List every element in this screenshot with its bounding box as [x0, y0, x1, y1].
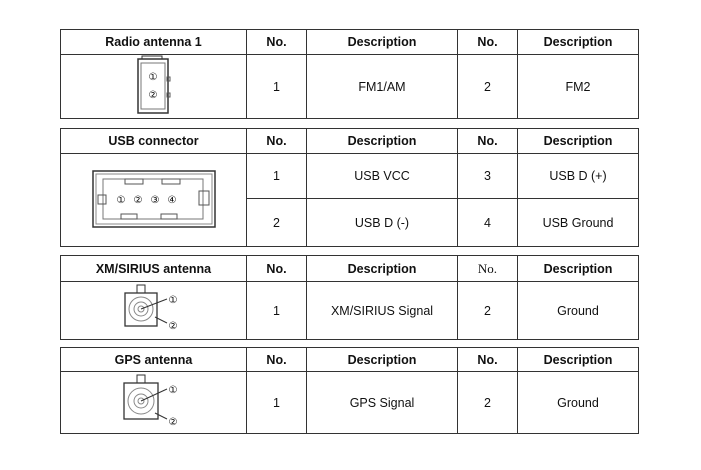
radio-connector-diagram: ① ② — [60, 54, 247, 119]
pin-number: 1 — [246, 371, 307, 434]
description-header: Description — [306, 29, 458, 55]
radio-connector-icon: ① ② — [136, 55, 170, 114]
pin-number: 1 — [246, 54, 307, 119]
no-header: No. — [457, 347, 518, 372]
pin-number: 2 — [457, 54, 518, 119]
xm-sirius-antenna-table: XM/SIRIUS antenna No. Description No. De… — [60, 255, 639, 340]
svg-text:①: ① — [168, 385, 177, 396]
pin-description: USB D (-) — [306, 198, 458, 247]
pin-description: Ground — [517, 281, 639, 340]
no-header: No. — [246, 347, 307, 372]
pin-number: 4 — [457, 198, 518, 247]
pin-description: USB D (+) — [517, 153, 639, 199]
usb-connector-diagram: ① ② ③ ④ — [60, 153, 247, 247]
pin-description: FM1/AM — [306, 54, 458, 119]
description-header: Description — [517, 29, 639, 55]
pin-number: 1 — [246, 153, 307, 199]
gps-antenna-table: GPS antenna No. Description No. Descript… — [60, 347, 639, 434]
connector-title: USB connector — [60, 128, 247, 154]
no-header: No. — [246, 128, 307, 154]
pin-description: XM/SIRIUS Signal — [306, 281, 458, 340]
no-header: No. — [457, 255, 518, 282]
no-header: No. — [246, 29, 307, 55]
no-header: No. — [246, 255, 307, 282]
pin-number: 3 — [457, 153, 518, 199]
coax-connector-icon: ① ② — [122, 374, 177, 428]
description-header: Description — [306, 255, 458, 282]
svg-text:①: ① — [148, 72, 157, 83]
pin-description: USB Ground — [517, 198, 639, 247]
svg-text:④: ④ — [167, 195, 176, 206]
no-header: No. — [457, 128, 518, 154]
pin-description: GPS Signal — [306, 371, 458, 434]
radio-antenna-table: Radio antenna 1 No. Description No. Desc… — [60, 29, 639, 119]
gps-antenna-diagram: ① ② — [60, 371, 247, 434]
connector-title: Radio antenna 1 — [60, 29, 247, 55]
pin-number: 1 — [246, 281, 307, 340]
no-header: No. — [457, 29, 518, 55]
xm-antenna-diagram: ① ② — [60, 281, 247, 340]
description-header: Description — [517, 128, 639, 154]
description-header: Description — [306, 128, 458, 154]
description-header: Description — [517, 347, 639, 372]
usb-connector-table: USB connector No. Description No. Descri… — [60, 128, 639, 247]
pin-number: 2 — [457, 371, 518, 434]
pin-description: USB VCC — [306, 153, 458, 199]
description-header: Description — [306, 347, 458, 372]
svg-text:②: ② — [148, 90, 157, 101]
svg-text:②: ② — [168, 321, 177, 332]
pin-description: FM2 — [517, 54, 639, 119]
svg-text:②: ② — [133, 195, 142, 206]
svg-text:①: ① — [168, 295, 177, 306]
svg-text:②: ② — [168, 417, 177, 428]
connector-title: XM/SIRIUS antenna — [60, 255, 247, 282]
coax-connector-icon: ① ② — [123, 284, 177, 332]
svg-text:①: ① — [116, 195, 125, 206]
pin-description: Ground — [517, 371, 639, 434]
usb-connector-icon: ① ② ③ ④ — [91, 169, 216, 228]
svg-text:③: ③ — [150, 195, 159, 206]
pin-number: 2 — [457, 281, 518, 340]
connector-title: GPS antenna — [60, 347, 247, 372]
pin-number: 2 — [246, 198, 307, 247]
description-header: Description — [517, 255, 639, 282]
